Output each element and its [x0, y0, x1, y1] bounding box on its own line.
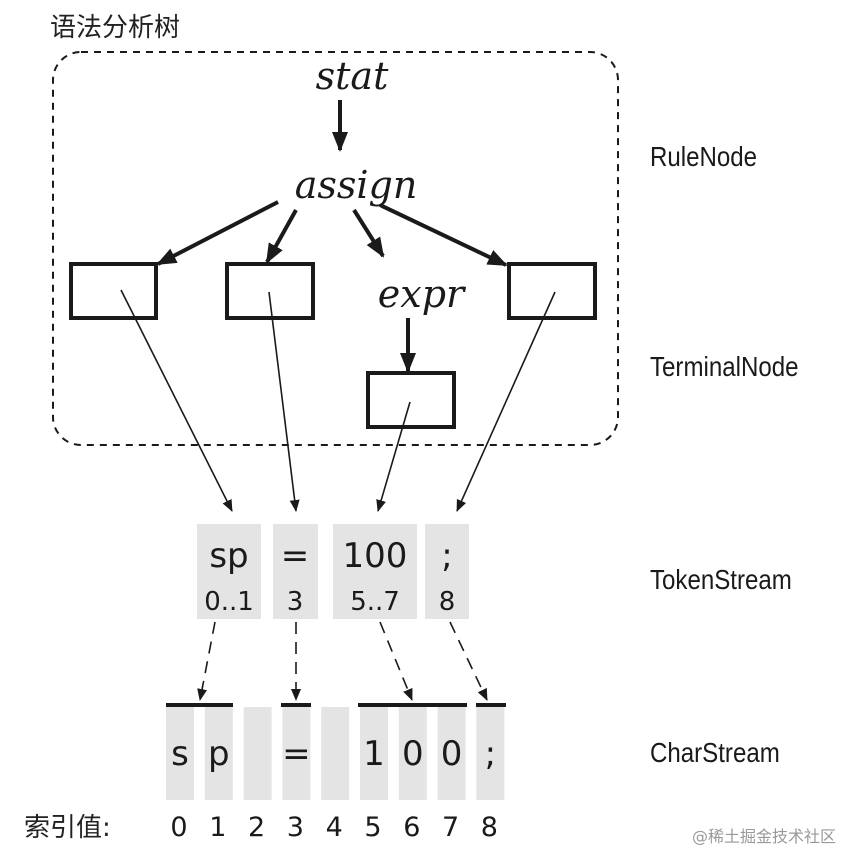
char-cell: =: [282, 707, 311, 800]
token-text: =: [281, 536, 310, 576]
index-number: 0: [170, 812, 187, 843]
index-number: 1: [209, 812, 226, 843]
char-cell: 0: [398, 707, 427, 800]
diagram-title: 语法分析树: [50, 13, 180, 43]
edge-assign-expr: [352, 208, 385, 258]
char-text: =: [282, 734, 311, 774]
link-token-sp-chars: [197, 621, 216, 701]
edge-assign-terminal-2: [265, 209, 298, 264]
token-text: sp: [209, 536, 248, 576]
char-cell-bg: [321, 707, 350, 800]
char-cell: 1: [360, 707, 388, 800]
char-cell-bg: [476, 707, 505, 800]
token-cell: sp 0..1: [197, 524, 261, 619]
link-terminal-3-token: [376, 401, 411, 512]
char-cell-bg: [282, 707, 311, 800]
token-cell-bg: [197, 524, 261, 619]
terminal-node-2: [225, 262, 315, 320]
char-cell-bg: [360, 707, 388, 800]
rule-node-stat: stat: [316, 54, 389, 98]
char-cell-bg: [398, 707, 427, 800]
char-cell-bg: [166, 707, 194, 800]
terminal-node-4: [507, 262, 597, 320]
watermark: @稀土掘金技术社区: [692, 827, 836, 846]
label-rule-node: RuleNode: [650, 140, 757, 172]
edge-assign-terminal-4: [379, 203, 508, 267]
index-number: 3: [287, 812, 304, 843]
link-token-semi-chars: [449, 621, 488, 701]
token-cell-bg: [425, 524, 469, 619]
index-number: 2: [248, 812, 265, 843]
index-number: 8: [481, 812, 498, 843]
char-cell-bg: [204, 707, 233, 800]
index-number: 6: [403, 812, 420, 843]
token-range: 5..7: [350, 587, 400, 617]
index-number: 7: [442, 812, 459, 843]
token-cell-bg: [273, 524, 318, 619]
char-cell: 0: [437, 707, 466, 800]
label-char-stream: CharStream: [650, 736, 780, 768]
token-range: 3: [287, 587, 304, 617]
token-cell: 100 5..7: [333, 524, 417, 619]
token-stream: sp 0..1 = 3 100 5..7 ; 8: [197, 524, 469, 619]
token-range: 0..1: [204, 587, 254, 617]
parse-tree-region: [52, 51, 619, 446]
index-number: 4: [326, 812, 343, 843]
index-number: 5: [364, 812, 381, 843]
char-text: 0: [402, 734, 424, 774]
char-cell: p: [204, 707, 233, 800]
rule-node-assign: assign: [295, 163, 418, 207]
token-text: ;: [441, 536, 452, 576]
token-cell: ; 8: [425, 524, 469, 619]
char-cell-bg: [437, 707, 466, 800]
link-terminal-2-token: [268, 291, 300, 512]
char-cell: s: [166, 707, 194, 800]
char-cell: ;: [476, 707, 505, 800]
token-cell-bg: [333, 524, 417, 619]
char-cell: [243, 707, 272, 800]
token-range: 8: [439, 587, 456, 617]
char-text: s: [171, 734, 189, 774]
char-text: 0: [441, 734, 463, 774]
char-text: p: [208, 734, 230, 774]
link-terminal-1-token: [120, 289, 233, 512]
link-token-100-chars: [379, 621, 413, 701]
token-cell: = 3: [273, 524, 318, 619]
label-token-stream: TokenStream: [650, 563, 792, 595]
link-terminal-4-token: [456, 291, 556, 512]
token-text: 100: [343, 536, 408, 576]
terminal-node-1: [69, 262, 158, 320]
label-terminal-node: TerminalNode: [650, 350, 799, 382]
char-cell: [321, 707, 350, 800]
char-text: 1: [363, 734, 385, 774]
edge-assign-terminal-1: [156, 200, 279, 266]
index-label: 索引值:: [24, 813, 111, 843]
char-text: ;: [485, 734, 496, 774]
rule-node-expr: expr: [378, 272, 467, 316]
char-cell-bg: [243, 707, 272, 800]
terminal-node-3: [366, 371, 456, 429]
